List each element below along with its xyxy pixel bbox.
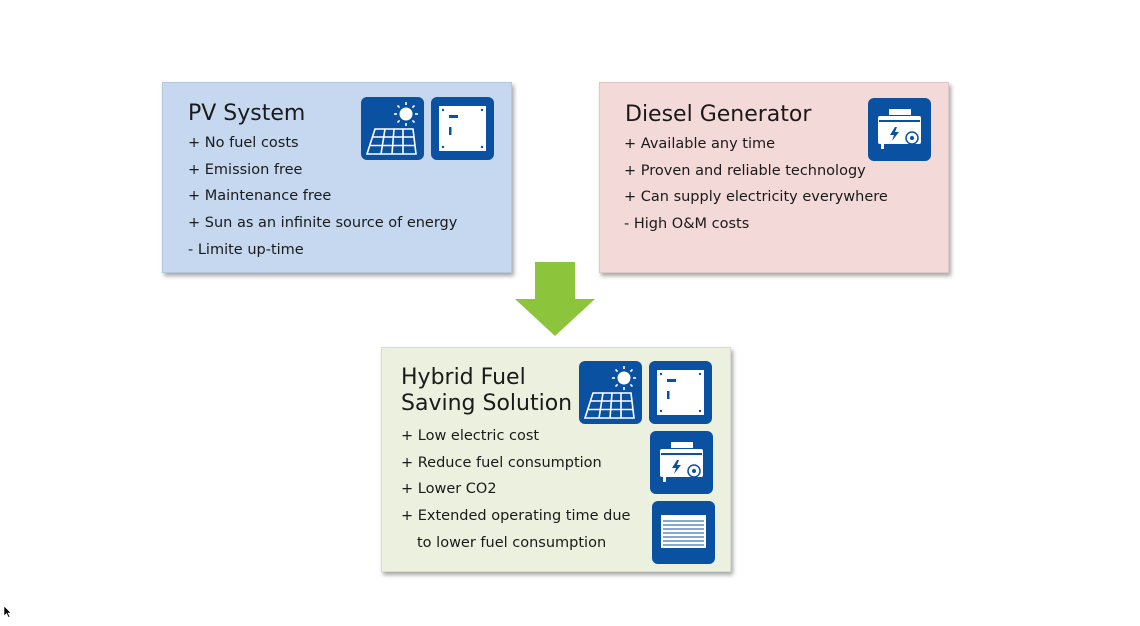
list-item: + Emission free: [188, 161, 303, 178]
mouse-cursor-icon: [4, 606, 12, 618]
controller-icon: [652, 501, 715, 564]
diesel-generator-title: Diesel Generator: [625, 102, 812, 127]
down-arrow-icon: [515, 262, 595, 336]
solar-panel-icon: [361, 97, 424, 160]
list-item: + Available any time: [624, 136, 776, 152]
inverter-icon: [431, 97, 494, 160]
title-line: Hybrid Fuel: [401, 365, 526, 390]
list-item: + Can supply electricity everywhere: [624, 189, 888, 206]
diesel-generator-card: Diesel Generator + Available any time + …: [599, 82, 949, 273]
hybrid-solution-title: Hybrid Fuel Saving Solution: [401, 365, 572, 417]
list-item: to lower fuel consumption: [417, 534, 607, 551]
pv-system-title: PV System: [188, 101, 306, 126]
pv-system-card: PV System + No fuel costs + Emission fre…: [162, 82, 512, 273]
hybrid-solution-list: + Low electric cost + Reduce fuel consum…: [401, 423, 630, 556]
list-item: + Reduce fuel consumption: [401, 454, 602, 471]
list-item: + Maintenance free: [188, 188, 332, 205]
diesel-generator-list: + Available any time + Proven and reliab…: [624, 131, 888, 238]
list-item: + Proven and reliable technology: [624, 162, 866, 179]
list-item: + No fuel costs: [188, 135, 299, 151]
list-item: - Limite up-time: [188, 241, 304, 258]
list-item: + Low electric cost: [401, 428, 540, 444]
list-item: + Sun as an infinite source of energy: [188, 215, 458, 232]
list-item: + Extended operating time due: [401, 508, 631, 525]
solar-panel-icon: [579, 361, 642, 424]
hybrid-solution-card: Hybrid Fuel Saving Solution + Low electr…: [381, 347, 731, 572]
title-line: Saving Solution: [401, 391, 573, 416]
generator-icon: [868, 98, 931, 161]
generator-icon: [650, 431, 713, 494]
inverter-icon: [649, 361, 712, 424]
list-item: + Lower CO2: [401, 481, 497, 498]
list-item: - High O&M costs: [624, 216, 750, 233]
pv-system-list: + No fuel costs + Emission free + Mainte…: [188, 130, 457, 263]
